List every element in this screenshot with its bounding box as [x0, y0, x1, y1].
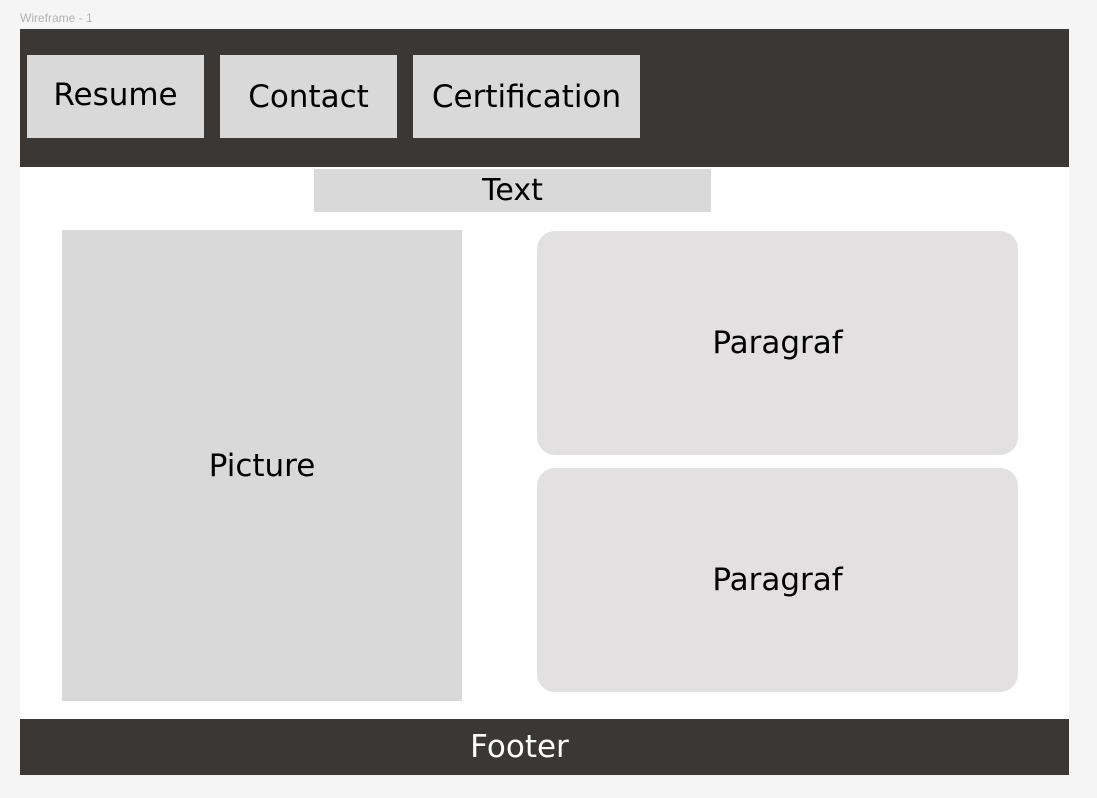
nav-resume-button[interactable]: Resume: [27, 55, 204, 138]
paragraph-block-2: Paragraf: [537, 468, 1018, 692]
footer-bar: Footer: [20, 719, 1069, 775]
nav-contact-button[interactable]: Contact: [220, 55, 397, 138]
picture-placeholder: Picture: [62, 230, 462, 701]
text-placeholder: Text: [314, 169, 711, 212]
frame-label: Wireframe - 1: [20, 11, 93, 25]
paragraph-block-1: Paragraf: [537, 231, 1018, 455]
header-bar: Resume Contact Certification: [20, 29, 1069, 167]
wireframe-frame: Resume Contact Certification Text Pictur…: [20, 29, 1069, 775]
nav-certification-button[interactable]: Certification: [413, 55, 640, 138]
